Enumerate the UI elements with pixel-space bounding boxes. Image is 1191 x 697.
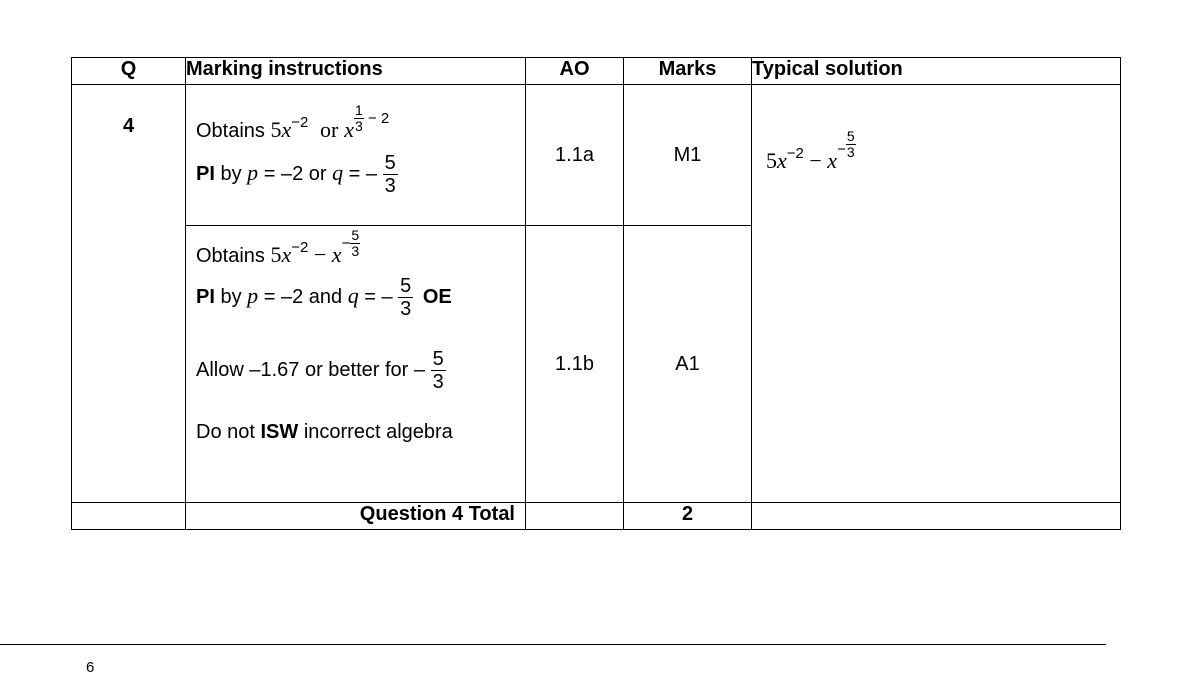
mark-a1: A1	[623, 225, 752, 503]
total-row: Question 4 Total 2	[71, 502, 1121, 530]
mark-m1: M1	[623, 84, 752, 226]
ao-m1: 1.1a	[525, 84, 624, 226]
total-solution-cell	[751, 502, 1121, 530]
header-marks: Marks	[623, 57, 752, 85]
header-ao: AO	[525, 57, 624, 85]
header-marking-instructions: Marking instructions	[185, 57, 526, 85]
header-typical-solution: Typical solution	[751, 57, 1121, 85]
header-row: Q Marking instructions AO Marks Typical …	[71, 57, 1121, 85]
footer-divider	[0, 644, 1106, 645]
ao-a1: 1.1b	[525, 225, 624, 503]
question-number: 4	[71, 84, 186, 503]
total-q-cell	[71, 502, 186, 530]
header-q: Q	[71, 57, 186, 85]
do-not-isw-line: Do not ISW incorrect algebra	[196, 421, 453, 443]
question-total-marks: 2	[623, 502, 752, 530]
mark-scheme-table: Q Marking instructions AO Marks Typical …	[71, 57, 1121, 530]
question-total-label: Question 4 Total	[185, 502, 526, 530]
page-number: 6	[86, 659, 95, 676]
total-ao-cell	[525, 502, 624, 530]
